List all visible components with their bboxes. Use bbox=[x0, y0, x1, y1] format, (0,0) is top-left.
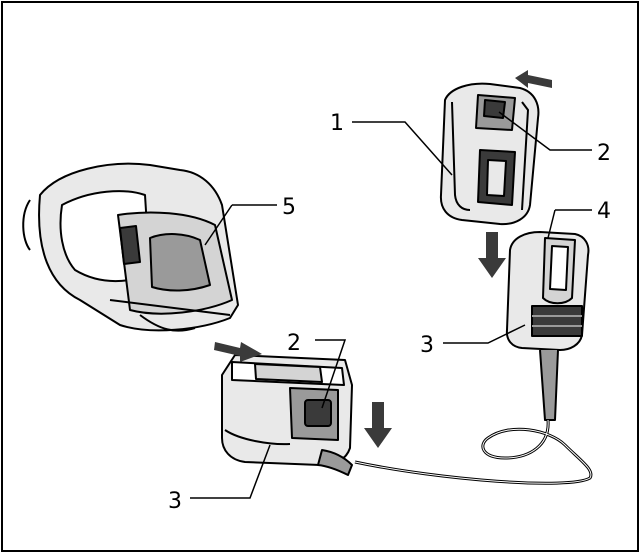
leader-lines bbox=[190, 111, 592, 499]
leader-line-3-bottom bbox=[190, 444, 271, 499]
battery bbox=[439, 82, 540, 226]
callout-3-top: 3 bbox=[420, 333, 434, 358]
arrow-battery-down bbox=[478, 232, 506, 278]
leader-line-1 bbox=[352, 121, 453, 176]
leader-line-3-top bbox=[443, 324, 526, 344]
callout-2-top: 2 bbox=[597, 141, 611, 166]
callout-4: 4 bbox=[597, 199, 611, 224]
callout-2-bottom: 2 bbox=[287, 331, 301, 356]
arrow-tool-slide bbox=[214, 342, 262, 362]
adapter-unit bbox=[354, 231, 593, 485]
callout-3-bottom: 3 bbox=[168, 489, 182, 514]
callout-1: 1 bbox=[330, 111, 344, 136]
arrow-battery-slide bbox=[515, 70, 552, 88]
leader-line-2-bottom bbox=[315, 339, 347, 409]
callout-5: 5 bbox=[282, 195, 296, 220]
arrow-adapter-down bbox=[364, 402, 392, 448]
leader-line-5-tip bbox=[204, 204, 233, 246]
leader-line-4-tip bbox=[547, 209, 556, 239]
adapter-body bbox=[221, 354, 353, 476]
power-tool bbox=[22, 162, 239, 332]
leader-line-2-top bbox=[498, 111, 592, 151]
